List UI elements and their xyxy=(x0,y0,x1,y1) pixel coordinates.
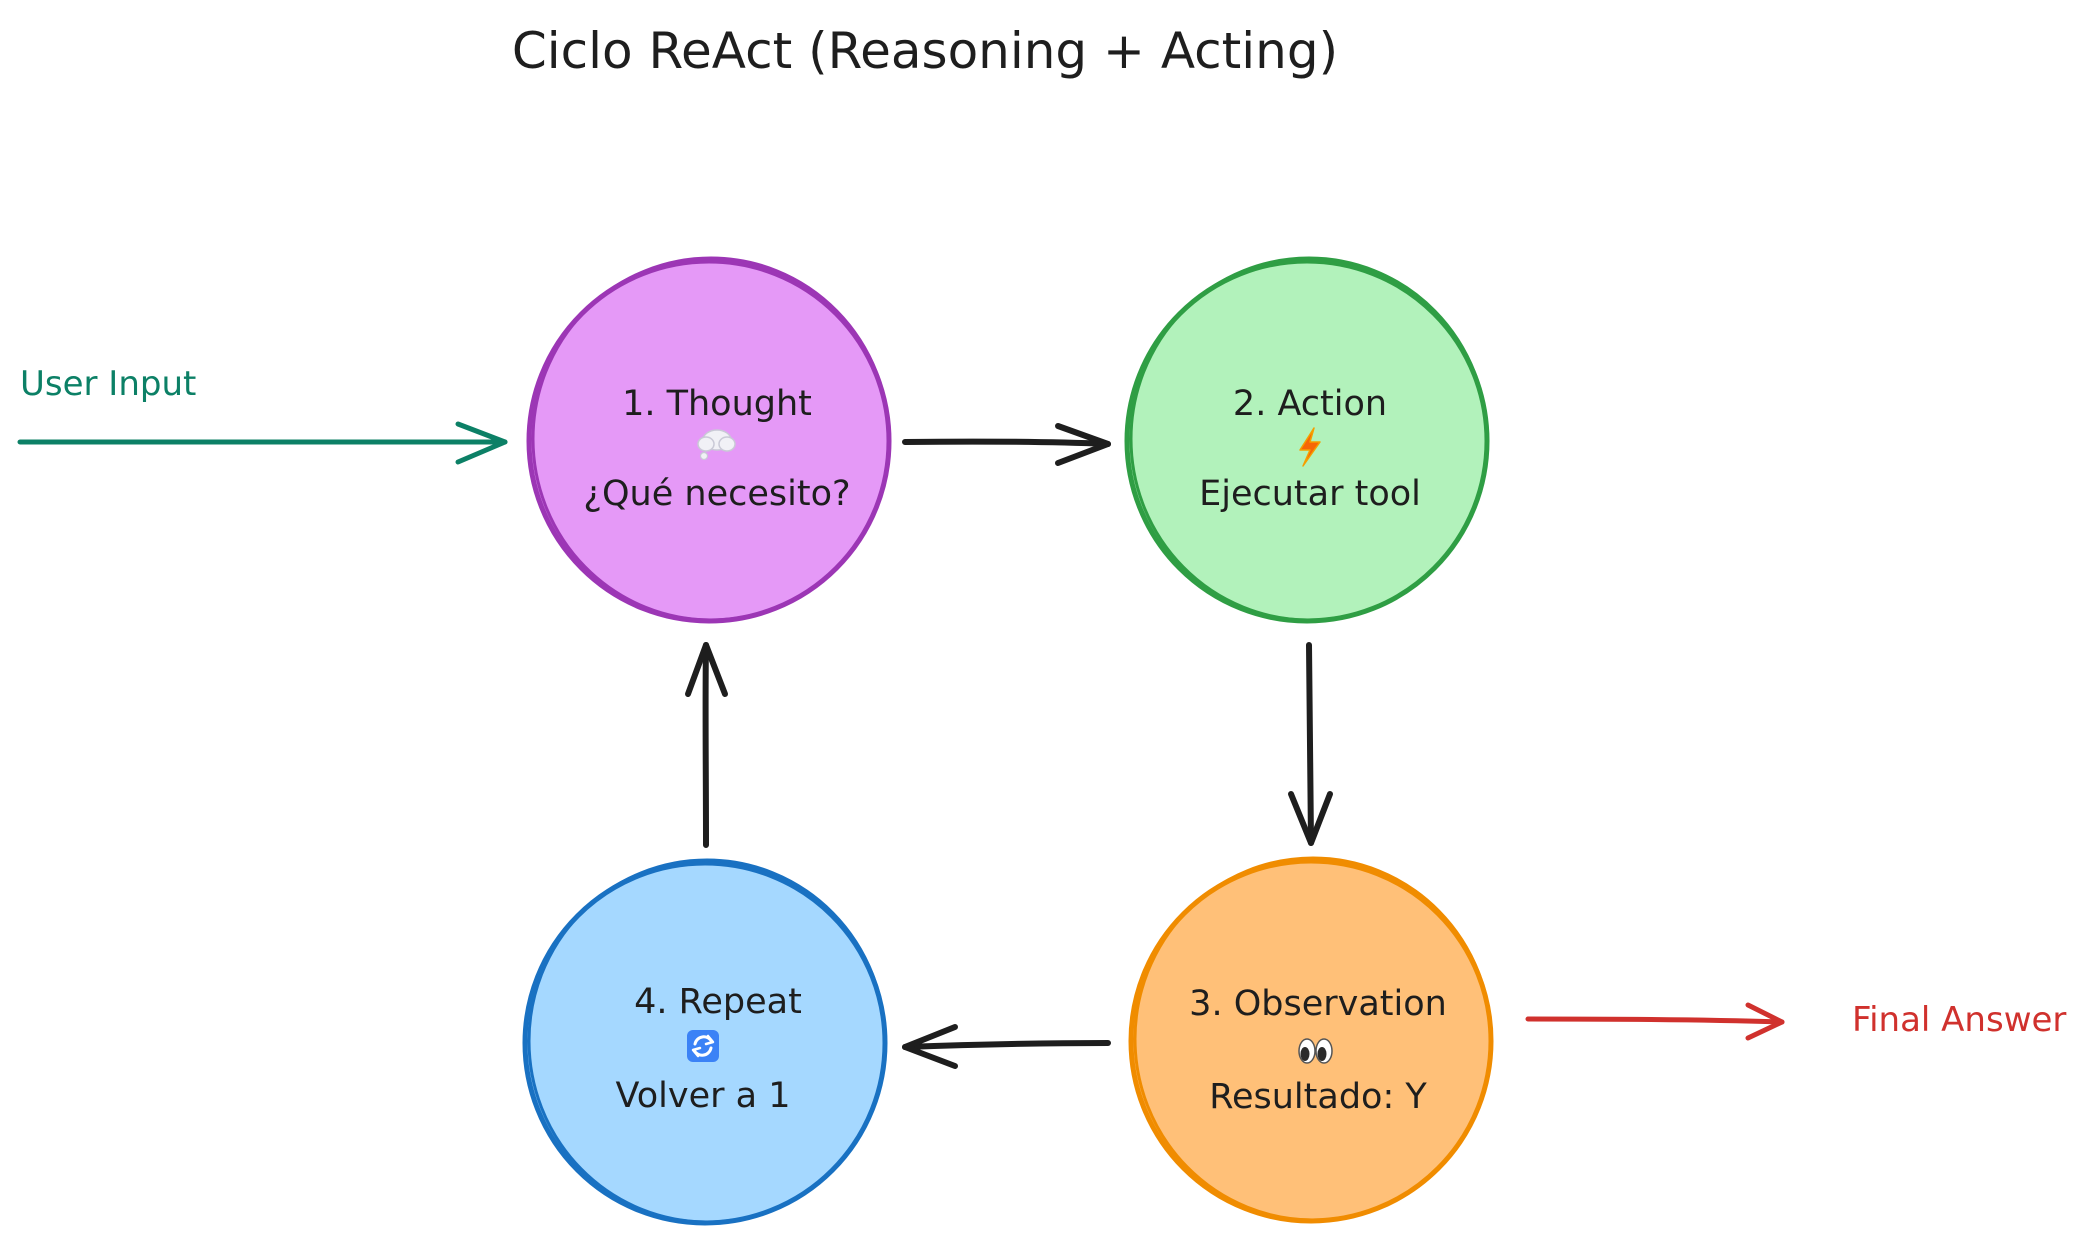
user-input-arrow xyxy=(17,421,508,465)
node-action: 2. Action Ejecutar tool xyxy=(1124,256,1490,624)
node-observation-subtitle: Resultado: Y xyxy=(1209,1077,1427,1117)
final-answer-label: Final Answer xyxy=(1852,1000,2066,1040)
lightning-icon xyxy=(1299,427,1321,467)
node-observation-outline xyxy=(1133,856,1493,1222)
node-repeat-title: 4. Repeat xyxy=(634,982,802,1022)
eyes-icon xyxy=(1298,1038,1333,1064)
node-repeat-subtitle: Volver a 1 xyxy=(616,1076,791,1116)
node-repeat-outline xyxy=(527,858,887,1224)
node-action-outline xyxy=(1129,256,1489,622)
diagram-title: Ciclo ReAct (Reasoning + Acting) xyxy=(512,22,1338,80)
arrow-repeat-to-thought xyxy=(685,642,728,848)
node-repeat: 4. Repeat Volver a 1 xyxy=(522,858,888,1226)
node-action-subtitle: Ejecutar tool xyxy=(1199,474,1421,514)
node-thought: 1. Thought ¿Qué necesito? xyxy=(526,256,892,624)
arrow-thought-to-action xyxy=(902,423,1111,466)
node-thought-outline xyxy=(531,256,891,622)
arrow-action-to-observation xyxy=(1288,642,1333,846)
node-observation-title: 3. Observation xyxy=(1189,984,1447,1024)
thought-bubble-icon xyxy=(697,429,736,461)
user-input-label: User Input xyxy=(20,364,196,404)
node-thought-title: 1. Thought xyxy=(622,384,812,424)
node-observation: 3. Observation Resultado: Y xyxy=(1128,856,1494,1224)
final-answer-arrow xyxy=(1525,1002,1785,1041)
node-thought-subtitle: ¿Qué necesito? xyxy=(583,474,850,514)
node-action-title: 2. Action xyxy=(1233,384,1387,424)
arrow-observation-to-repeat xyxy=(902,1024,1111,1069)
refresh-icon xyxy=(687,1030,719,1062)
